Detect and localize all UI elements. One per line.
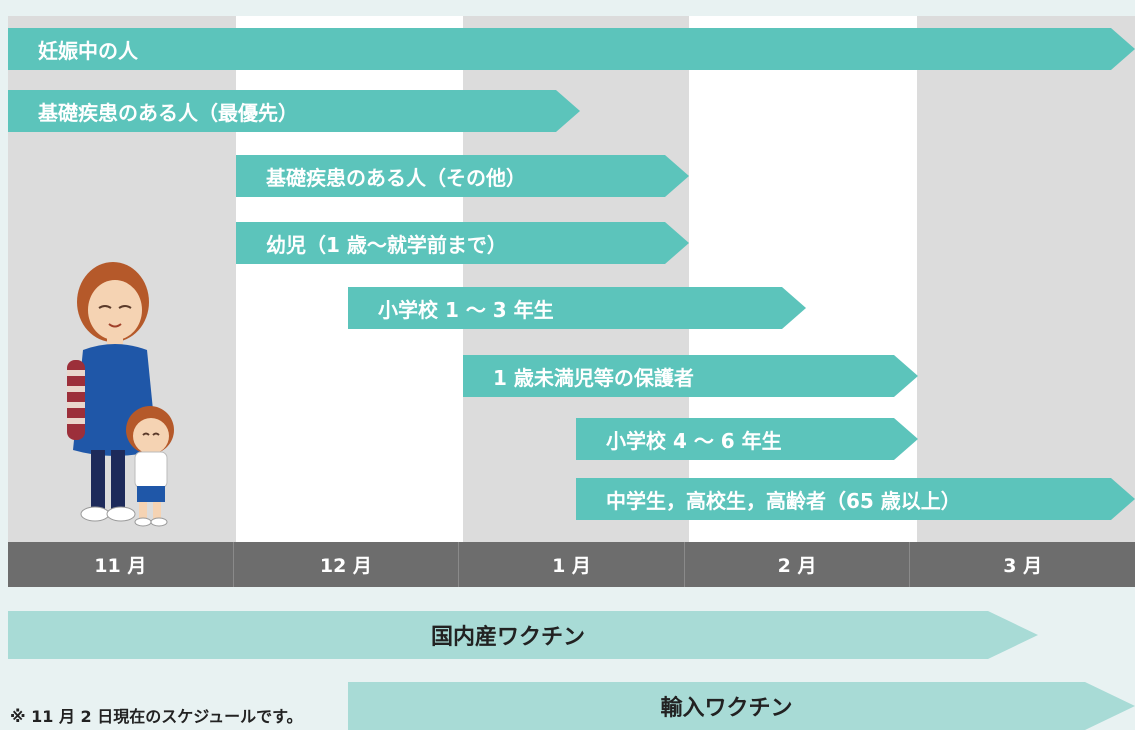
arrow-label: 小学校 4 〜 6 年生 [606, 428, 782, 453]
month-label: 2 月 [685, 542, 911, 587]
arrow-underlying-priority: 基礎疾患のある人（最優先） [8, 90, 580, 132]
domestic-vaccine-arrow: 国内産ワクチン [8, 611, 1038, 659]
arrow-label: 中学生，高校生，高齢者（65 歳以上） [606, 488, 961, 513]
month-label: 11 月 [8, 542, 234, 587]
month-label: 1 月 [459, 542, 685, 587]
arrow-elementary-4-6: 小学校 4 〜 6 年生 [576, 418, 918, 460]
arrow-label: 小学校 1 〜 3 年生 [378, 297, 554, 322]
arrow-label: 妊娠中の人 [38, 38, 138, 63]
domestic-vaccine-label: 国内産ワクチン [430, 625, 585, 650]
imported-vaccine-label: 輸入ワクチン [660, 696, 793, 721]
arrow-elementary-1-3: 小学校 1 〜 3 年生 [348, 287, 806, 329]
arrow-label: 基礎疾患のある人（その他） [266, 165, 526, 190]
column-february [689, 16, 917, 542]
arrow-guardians-of-infants: 1 歳未満児等の保護者 [463, 355, 918, 397]
arrow-pregnant: 妊娠中の人 [8, 28, 1135, 70]
arrow-label: 基礎疾患のある人（最優先） [38, 100, 298, 125]
imported-vaccine-arrow: 輸入ワクチン [348, 682, 1135, 730]
month-label: 3 月 [1003, 555, 1043, 577]
arrow-infants: 幼児（1 歳〜就学前まで） [236, 222, 689, 264]
month-axis: 11 月 12 月 1 月 2 月 3 月 [8, 542, 1135, 587]
mother-and-child-illustration [67, 262, 174, 527]
schedule-note: ※ 11 月 2 日現在のスケジュールです。 [10, 707, 303, 726]
month-label: 12 月 [234, 542, 460, 587]
arrow-label: 幼児（1 歳〜就学前まで） [266, 232, 507, 257]
arrow-label: 1 歳未満児等の保護者 [493, 365, 694, 390]
column-march [917, 16, 1135, 542]
arrow-underlying-other: 基礎疾患のある人（その他） [236, 155, 689, 197]
arrow-secondary-and-elderly: 中学生，高校生，高齢者（65 歳以上） [576, 478, 1135, 520]
